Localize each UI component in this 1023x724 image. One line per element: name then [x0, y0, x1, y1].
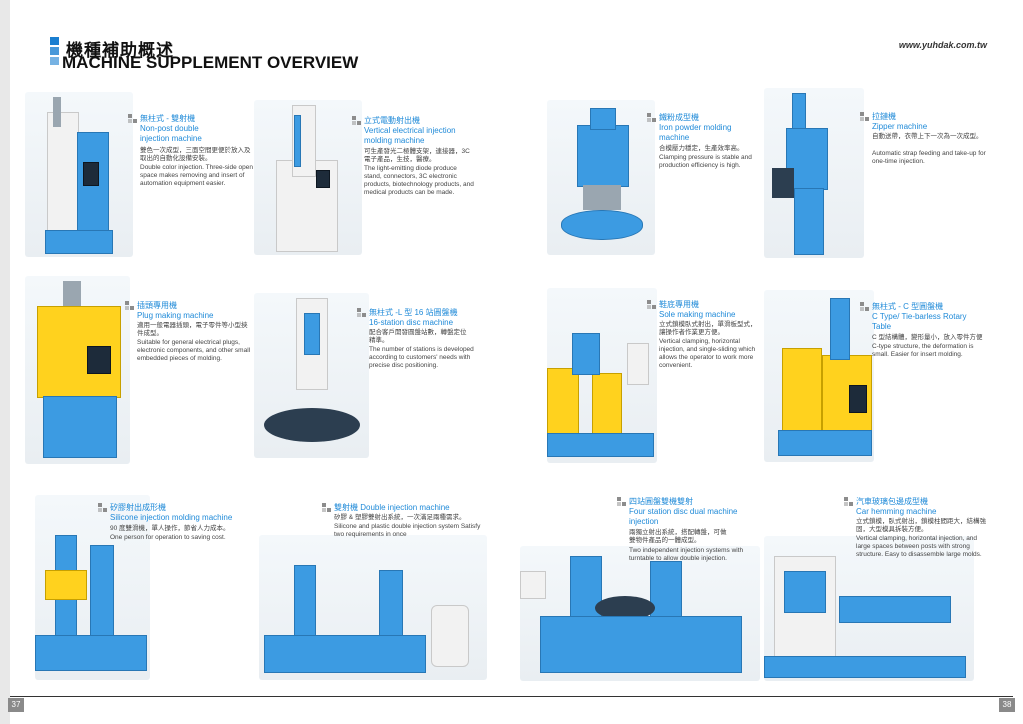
caption-bullet-icon: [647, 300, 657, 310]
machine-name-en: Silicone injection molding machine: [110, 513, 233, 522]
machine-desc-en: The number of stations is developed acco…: [369, 346, 474, 369]
machine-name-en: C Type/ Tie-barless Rotary Table: [872, 312, 967, 331]
machine-card-four-station-dual: 四站圓盤雙機雙射 Four station disc dual machine …: [520, 496, 765, 686]
machine-desc-zh: 可生產發光二極體支架，連接器，3C 電子產品，生技，醫療。: [364, 148, 470, 163]
machine-desc-en: Automatic strap feeding and take-up for …: [872, 150, 986, 165]
machine-desc-zh: 矽膠 & 塑膠雙射出系統，一次滿足兩種需求。: [334, 514, 466, 521]
caption-bullet-icon: [125, 301, 135, 311]
machine-name-zh: 鞋底專用機: [659, 300, 699, 309]
machine-desc-en: One person for operation to saving cost.: [110, 534, 226, 541]
machine-name-zh: 雙射機 Double injection machine: [334, 503, 450, 512]
machine-desc-en: Suitable for general electrical plugs, e…: [137, 339, 251, 362]
machine-name-zh: 插頭專用機: [137, 301, 177, 310]
website-url[interactable]: www.yuhdak.com.tw: [898, 40, 987, 50]
machine-name-zh: 鐵粉成型機: [659, 113, 699, 122]
machine-desc-en: C-type structure, the deformation is sma…: [872, 343, 974, 358]
machine-desc-zh: 90 度雙滑機，單人操作，節省人力成本。: [110, 525, 230, 532]
machine-image: [547, 288, 657, 463]
machine-image: [547, 100, 655, 255]
machine-image: [764, 290, 874, 462]
machine-desc-en: Clamping pressure is stable and producti…: [659, 154, 752, 169]
machine-card-zipper: 拉鏈機 Zipper machine 自動送帶，衣帶上下一次為一次成型。 Aut…: [764, 88, 994, 263]
machine-desc-zh: 兩獨立射出系統，搭配轉盤，可做雙物件產品的一體成型。: [629, 529, 727, 544]
machine-desc-zh: 立式鎖模，臥式射出，鎖模柱間距大，結構強固，大型模具拆裝方便。: [856, 518, 986, 533]
machine-card-c-type-rotary: 無柱式 - C 型圓盤機 C Type/ Tie-barless Rotary …: [764, 290, 994, 466]
machine-name-zh: 立式電動射出機: [364, 116, 420, 125]
machine-card-iron-powder: 鐵粉成型機 Iron powder molding machine 合模壓力穩定…: [547, 100, 767, 260]
caption-bullet-icon: [844, 497, 854, 507]
machine-card-double-injection: 雙射機 Double injection machine 矽膠 & 塑膠雙射出系…: [254, 495, 494, 685]
machine-card-16-station-disc: 無柱式 -L 型 16 站圓盤機 16-station disc machine…: [254, 293, 494, 463]
machine-card-sole-making: 鞋底專用機 Sole making machine 立式鎖模臥式射出，單滑板型式…: [547, 288, 767, 466]
machine-image: [259, 535, 487, 680]
machine-name-en: Vertical electrical injection molding ma…: [364, 126, 456, 145]
caption-bullet-icon: [357, 308, 367, 318]
caption-bullet-icon: [128, 114, 138, 124]
page-title-zh: 機種補助概述: [66, 41, 174, 60]
machine-name-zh: 矽膠射出成形機: [110, 503, 166, 512]
caption-bullet-icon: [647, 113, 657, 123]
machine-name-zh: 四站圓盤雙機雙射: [629, 497, 693, 506]
machine-name-en: Four station disc dual machine injection: [629, 507, 738, 526]
machine-image: [254, 293, 369, 458]
machine-image: [254, 100, 362, 255]
caption-bullet-icon: [860, 302, 870, 312]
caption-bullet-icon: [322, 503, 332, 513]
caption-bullet-icon: [860, 112, 870, 122]
machine-name-en: Iron powder molding machine: [659, 123, 732, 142]
machine-desc-zh: 合模壓力穩定，生產效率高。: [659, 145, 744, 152]
machine-name-en: Plug making machine: [137, 311, 214, 320]
machine-name-zh: 無柱式 - 雙射機: [140, 114, 196, 123]
machine-name-en: 16-station disc machine: [369, 318, 454, 327]
machine-name-en: Sole making machine: [659, 310, 736, 319]
machine-desc-en: Double color injection. Three-side open …: [140, 164, 253, 187]
machine-image: [25, 92, 133, 257]
machine-desc-zh: 立式鎖模臥式射出，單滑板型式，讓操作者作業更方便。: [659, 321, 757, 336]
machine-card-car-hemming: 汽車玻璃包邊成型機 Car hemming machine 立式鎖模，臥式射出，…: [764, 496, 994, 686]
machine-desc-zh: 自動送帶，衣帶上下一次為一次成型。: [872, 133, 983, 140]
machine-name-en: Zipper machine: [872, 122, 928, 131]
caption-bullet-icon: [98, 503, 108, 513]
machine-name-en: Car hemming machine: [856, 507, 937, 516]
machine-card-plug-making: 插頭專用機 Plug making machine 適用一般電器插頭，電子零件等…: [25, 276, 260, 468]
machine-desc-zh: C 型結構體，變形量小，放入零件方便: [872, 334, 983, 341]
machine-name-zh: 無柱式 -L 型 16 站圓盤機: [369, 308, 458, 317]
caption-bullet-icon: [617, 497, 627, 507]
machine-card-non-post-double: 無柱式 - 雙射機 Non-post double injection mach…: [25, 92, 260, 262]
machine-card-silicone-injection: 矽膠射出成形機 Silicone injection molding machi…: [25, 495, 260, 685]
machine-image: [764, 536, 974, 681]
machine-image: [35, 495, 150, 680]
machine-name-zh: 無柱式 - C 型圓盤機: [872, 302, 944, 311]
machine-desc-en: Silicone and plastic double injection sy…: [334, 523, 481, 538]
machine-image: [520, 546, 760, 681]
left-edge-strip: [0, 0, 10, 724]
machine-card-vertical-electrical: 立式電動射出機 Vertical electrical injection mo…: [254, 100, 494, 260]
machine-name-en: Non-post double injection machine: [140, 124, 202, 143]
machine-image: [764, 88, 864, 258]
page-number-left: 37: [8, 698, 24, 712]
machine-desc-zh: 適用一般電器插頭，電子零件等小型挾件成型。: [137, 322, 248, 337]
machine-image: [25, 276, 130, 464]
footer-divider: [10, 696, 1013, 697]
machine-name-zh: 汽車玻璃包邊成型機: [856, 497, 928, 506]
machine-desc-en: The light-emitting diode produce stand, …: [364, 165, 474, 196]
machine-desc-en: Two independent injection systems with t…: [629, 547, 744, 562]
machine-desc-zh: 雙色一次成型，三面空間更便於放入及取出的自動化設備安裝。: [140, 147, 251, 162]
caption-bullet-icon: [352, 116, 362, 126]
machine-name-zh: 拉鏈機: [872, 112, 896, 121]
title-accent-bars: [50, 37, 59, 65]
page-title-en: MACHINE SUPPLEMENT OVERVIEW: [62, 53, 359, 72]
machine-desc-en: Vertical clamping, horizontal injection,…: [659, 338, 756, 369]
machine-desc-zh: 配合客戶開發圓盤站數，轉盤定位精準。: [369, 329, 467, 344]
machine-desc-en: Vertical clamping, horizontal injection,…: [856, 535, 982, 558]
page-number-right: 38: [999, 698, 1015, 712]
